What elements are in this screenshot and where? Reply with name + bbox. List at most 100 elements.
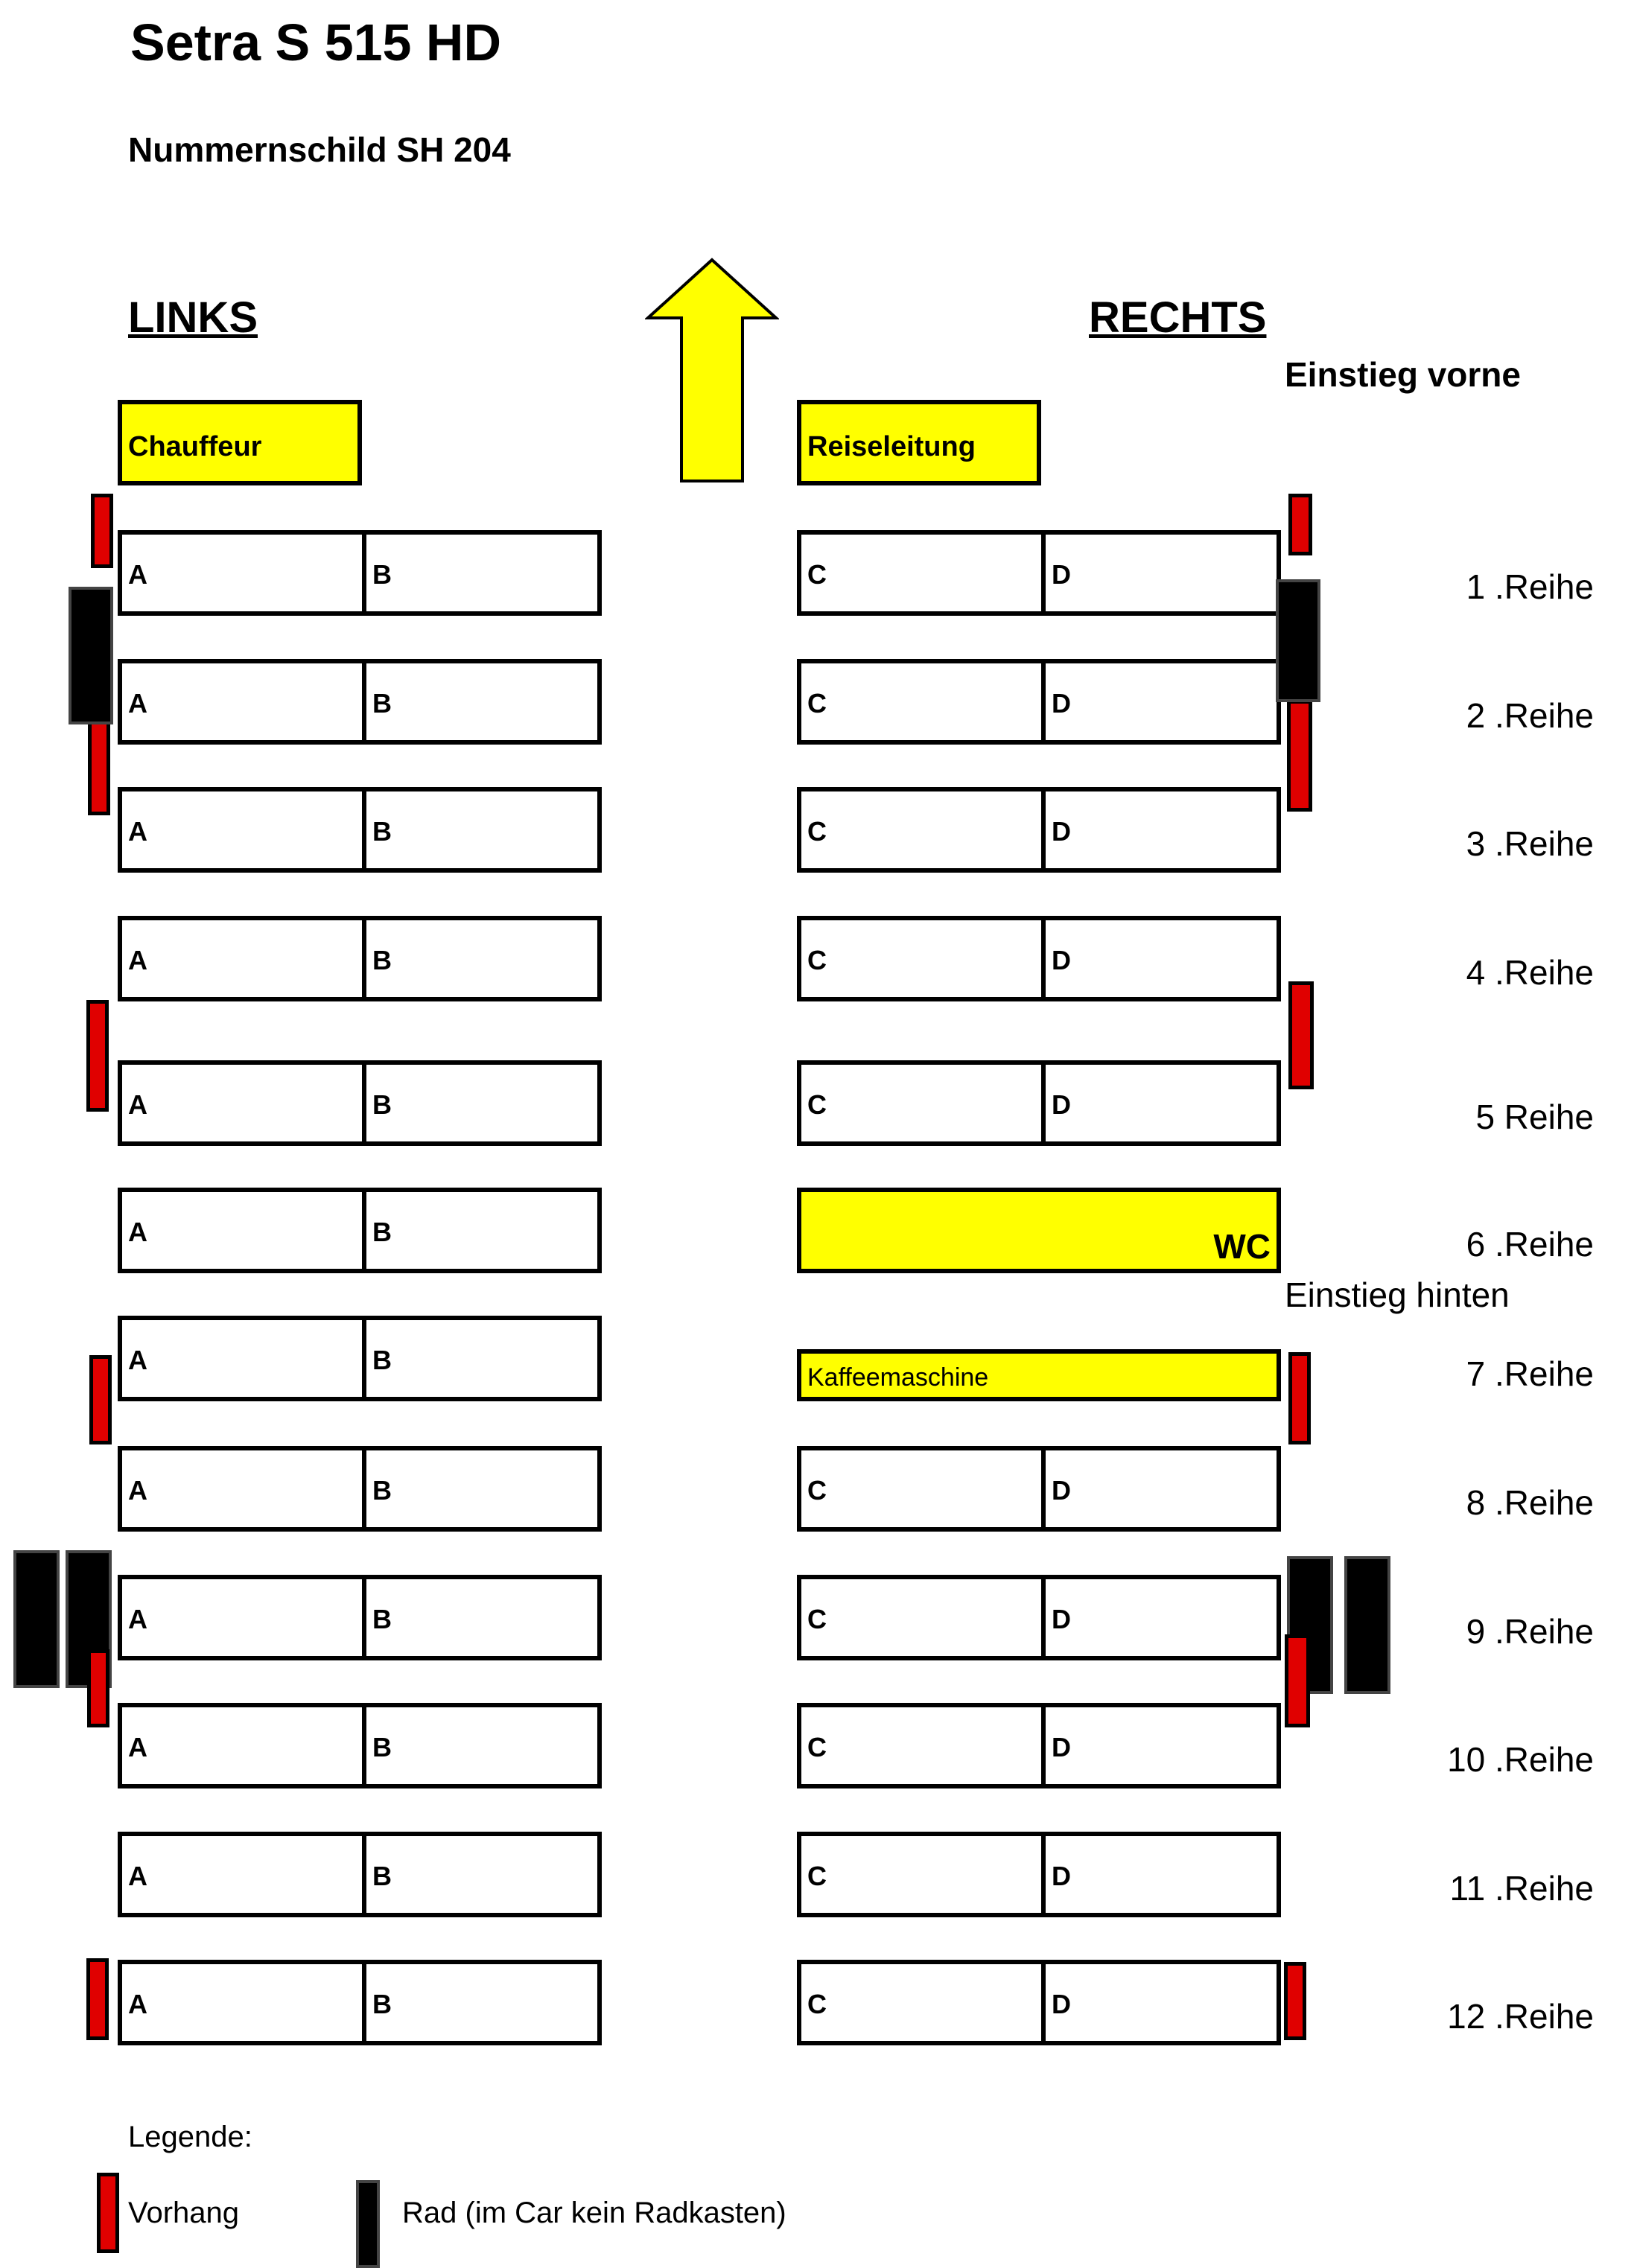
seat-b-row-12[interactable]: B xyxy=(372,1989,392,2019)
seat-c-row-3[interactable]: C xyxy=(807,816,827,847)
rear-entry-label: Einstieg hinten xyxy=(1285,1275,1510,1314)
seat-a-row-10[interactable]: A xyxy=(128,1732,147,1762)
seat-a-row-4[interactable]: A xyxy=(128,945,147,975)
seat-a-row-2[interactable]: A xyxy=(128,688,147,719)
seat-a-row-6[interactable]: A xyxy=(128,1217,147,1247)
seat-d-row-5[interactable]: D xyxy=(1052,1089,1071,1120)
legend-curtain-swatch xyxy=(97,2173,119,2253)
seat-divider xyxy=(1041,1707,1046,1784)
seat-b-row-5[interactable]: B xyxy=(372,1089,392,1120)
row-label-2: 2 .Reihe xyxy=(1466,696,1594,735)
seat-c-row-5[interactable]: C xyxy=(807,1089,827,1120)
seat-divider xyxy=(362,920,366,997)
seat-a-row-7[interactable]: A xyxy=(128,1345,147,1375)
seat-c-row-10[interactable]: C xyxy=(807,1732,827,1762)
seat-divider xyxy=(1041,1836,1046,1913)
seat-d-row-3[interactable]: D xyxy=(1052,816,1071,847)
seat-b-row-7[interactable]: B xyxy=(372,1345,392,1375)
driver-seat[interactable]: Chauffeur xyxy=(118,400,362,485)
seat-divider xyxy=(362,1836,366,1913)
curtain xyxy=(1287,700,1312,812)
row-label-5: 5 Reihe xyxy=(1475,1098,1594,1136)
seat-divider xyxy=(1041,663,1046,740)
guide-seat[interactable]: Reiseleitung xyxy=(797,400,1041,485)
row-label-6: 6 .Reihe xyxy=(1466,1225,1594,1264)
wc[interactable]: WC xyxy=(797,1188,1281,1273)
seat-c-row-9[interactable]: C xyxy=(807,1604,827,1634)
seat-b-row-2[interactable]: B xyxy=(372,688,392,719)
seat-c-row-12[interactable]: C xyxy=(807,1989,827,2019)
row-label-11: 11 .Reihe xyxy=(1449,1869,1594,1908)
seat-a-row-11[interactable]: A xyxy=(128,1861,147,1891)
seat-b-row-6[interactable]: B xyxy=(372,1217,392,1247)
seat-a-row-1[interactable]: A xyxy=(128,559,147,590)
row-label-1: 1 .Reihe xyxy=(1466,567,1594,606)
row-label-10: 10 .Reihe xyxy=(1447,1740,1594,1779)
coffee-machine[interactable]: Kaffeemaschine xyxy=(797,1349,1281,1401)
seat-divider xyxy=(362,1450,366,1527)
seat-divider xyxy=(362,1707,366,1784)
seat-b-row-4[interactable]: B xyxy=(372,945,392,975)
seat-b-row-10[interactable]: B xyxy=(372,1732,392,1762)
seat-a-row-9[interactable]: A xyxy=(128,1604,147,1634)
seat-a-row-3[interactable]: A xyxy=(128,816,147,847)
seat-c-row-2[interactable]: C xyxy=(807,688,827,719)
coffee-machine-label: Kaffeemaschine xyxy=(807,1363,989,1392)
seat-d-row-4[interactable]: D xyxy=(1052,945,1071,975)
seat-d-row-8[interactable]: D xyxy=(1052,1475,1071,1506)
row-label-9: 9 .Reihe xyxy=(1466,1612,1594,1651)
wheel xyxy=(13,1550,60,1688)
seat-d-row-12[interactable]: D xyxy=(1052,1989,1071,2019)
legend-title: Legende: xyxy=(128,2121,252,2153)
seat-b-row-1[interactable]: B xyxy=(372,559,392,590)
wheel xyxy=(69,587,113,724)
seat-c-row-4[interactable]: C xyxy=(807,945,827,975)
seat-divider xyxy=(362,535,366,611)
seat-divider xyxy=(362,1579,366,1656)
seat-c-row-11[interactable]: C xyxy=(807,1861,827,1891)
seat-c-row-8[interactable]: C xyxy=(807,1475,827,1506)
seat-d-row-9[interactable]: D xyxy=(1052,1604,1071,1634)
seat-a-row-12[interactable]: A xyxy=(128,1989,147,2019)
seat-divider xyxy=(362,1964,366,2041)
seat-d-row-2[interactable]: D xyxy=(1052,688,1071,719)
seat-b-row-9[interactable]: B xyxy=(372,1604,392,1634)
seat-a-row-8[interactable]: A xyxy=(128,1475,147,1506)
curtain xyxy=(1288,494,1312,555)
seat-a-row-5[interactable]: A xyxy=(128,1089,147,1120)
wheel xyxy=(1276,579,1320,702)
curtain xyxy=(86,1000,109,1112)
seat-b-row-11[interactable]: B xyxy=(372,1861,392,1891)
seat-divider xyxy=(362,1320,366,1397)
row-label-4: 4 .Reihe xyxy=(1466,953,1594,992)
arrow-up-icon xyxy=(645,258,779,482)
seat-divider xyxy=(1041,1450,1046,1527)
seat-d-row-10[interactable]: D xyxy=(1052,1732,1071,1762)
seat-d-row-11[interactable]: D xyxy=(1052,1861,1071,1891)
seat-d-row-1[interactable]: D xyxy=(1052,559,1071,590)
driver-seat-label: Chauffeur xyxy=(128,431,262,462)
right-side-label: RECHTS xyxy=(1089,293,1267,342)
license-plate: Nummernschild SH 204 xyxy=(128,130,511,169)
seat-b-row-8[interactable]: B xyxy=(372,1475,392,1506)
curtain xyxy=(1284,1962,1306,2040)
seat-b-row-3[interactable]: B xyxy=(372,816,392,847)
seat-c-row-1[interactable]: C xyxy=(807,559,827,590)
front-entry-label: Einstieg vorne xyxy=(1285,355,1521,394)
seat-divider xyxy=(362,1192,366,1269)
